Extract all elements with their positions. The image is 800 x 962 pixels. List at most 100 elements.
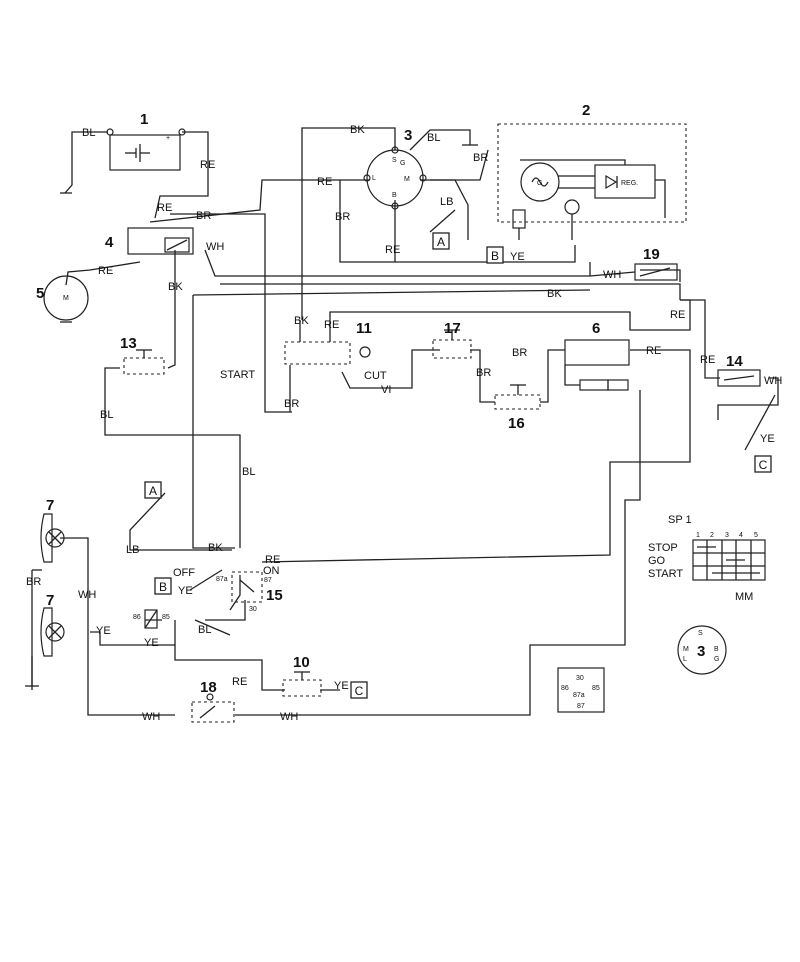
headlight-upper bbox=[40, 513, 65, 563]
svg-text:BL: BL bbox=[82, 127, 95, 139]
svg-text:START: START bbox=[648, 568, 683, 580]
svg-text:VI: VI bbox=[381, 384, 391, 396]
svg-text:M: M bbox=[404, 176, 410, 183]
connector-tag-b-left: B bbox=[154, 577, 172, 595]
svg-text:BK: BK bbox=[350, 124, 365, 136]
svg-text:3: 3 bbox=[697, 643, 705, 660]
component-6 bbox=[564, 339, 630, 391]
svg-text:BL: BL bbox=[100, 409, 113, 421]
label-10: 10 bbox=[293, 654, 310, 671]
svg-text:WH: WH bbox=[206, 241, 224, 253]
switch-position-table bbox=[692, 539, 766, 581]
svg-text:YE: YE bbox=[144, 637, 159, 649]
svg-text:M: M bbox=[683, 646, 689, 653]
svg-text:SP 1: SP 1 bbox=[668, 514, 692, 526]
label-14: 14 bbox=[726, 353, 743, 370]
svg-text:LB: LB bbox=[440, 196, 453, 208]
svg-text:B: B bbox=[491, 249, 499, 263]
svg-text:RE: RE bbox=[200, 159, 215, 171]
svg-text:YE: YE bbox=[510, 251, 525, 263]
svg-text:L: L bbox=[683, 656, 687, 663]
svg-text:BR: BR bbox=[473, 152, 488, 164]
svg-text:M: M bbox=[63, 295, 69, 302]
svg-text:30: 30 bbox=[249, 606, 257, 613]
svg-text:LB: LB bbox=[126, 544, 139, 556]
svg-text:B: B bbox=[159, 580, 167, 594]
relay-15 bbox=[231, 571, 263, 603]
svg-text:RE: RE bbox=[385, 244, 400, 256]
battery-component bbox=[106, 128, 186, 171]
svg-text:BR: BR bbox=[26, 576, 41, 588]
svg-text:87: 87 bbox=[264, 577, 272, 584]
svg-text:RE: RE bbox=[265, 554, 280, 566]
svg-text:RE: RE bbox=[670, 309, 685, 321]
relay-pinout-legend bbox=[557, 667, 605, 713]
svg-text:86: 86 bbox=[561, 685, 569, 692]
svg-text:YE: YE bbox=[760, 433, 775, 445]
svg-text:BL: BL bbox=[427, 132, 440, 144]
label-7-lower: 7 bbox=[46, 592, 54, 609]
svg-text:YE: YE bbox=[96, 625, 111, 637]
svg-text:S: S bbox=[392, 157, 397, 164]
svg-text:BL: BL bbox=[242, 466, 255, 478]
svg-text:G: G bbox=[714, 656, 719, 663]
switch-18 bbox=[191, 693, 235, 723]
svg-text:4: 4 bbox=[739, 532, 743, 539]
connector-tag-c-right: C bbox=[754, 455, 772, 473]
motor-component bbox=[43, 275, 89, 323]
svg-text:87: 87 bbox=[577, 703, 585, 710]
svg-text:BR: BR bbox=[335, 211, 350, 223]
label-18: 18 bbox=[200, 679, 217, 696]
svg-text:3: 3 bbox=[725, 532, 729, 539]
wire-labels: BL RE RE BR WH RE BK BK BL BR RE BR LB R… bbox=[26, 124, 782, 723]
wires bbox=[31, 127, 779, 716]
svg-text:BK: BK bbox=[294, 315, 309, 327]
label-17: 17 bbox=[444, 320, 461, 337]
svg-text:85: 85 bbox=[162, 614, 170, 621]
switch-13 bbox=[123, 349, 165, 375]
svg-text:RE: RE bbox=[317, 176, 332, 188]
svg-text:BL: BL bbox=[198, 624, 211, 636]
svg-text:RE: RE bbox=[646, 345, 661, 357]
svg-text:BR: BR bbox=[196, 210, 211, 222]
fuse-19 bbox=[634, 263, 678, 281]
label-6: 6 bbox=[592, 320, 600, 337]
connector-tag-a-left: A bbox=[144, 481, 162, 499]
switch-table-text: SP 1 1 2 3 4 5 STOP GO START MM bbox=[648, 514, 758, 603]
switch-17 bbox=[432, 329, 472, 359]
svg-text:B: B bbox=[392, 192, 397, 199]
label-2: 2 bbox=[582, 102, 590, 119]
svg-text:G: G bbox=[537, 180, 542, 187]
connector-tag-b-top: B bbox=[486, 246, 504, 264]
svg-text:BK: BK bbox=[168, 281, 183, 293]
label-5: 5 bbox=[36, 285, 44, 302]
switch-10 bbox=[282, 671, 322, 697]
svg-text:WH: WH bbox=[603, 269, 621, 281]
svg-text:RE: RE bbox=[98, 265, 113, 277]
svg-text:WH: WH bbox=[142, 711, 160, 723]
label-13: 13 bbox=[120, 335, 137, 352]
label-11: 11 bbox=[356, 320, 372, 337]
ignition-switch-component bbox=[363, 146, 427, 210]
svg-text:S: S bbox=[698, 630, 703, 637]
svg-text:85: 85 bbox=[592, 685, 600, 692]
svg-text:RE: RE bbox=[232, 676, 247, 688]
svg-text:ON: ON bbox=[263, 565, 280, 577]
component-numbers: 1 2 3 4 5 6 7 7 10 11 13 14 15 16 17 18 … bbox=[36, 102, 743, 696]
svg-text:BR: BR bbox=[512, 347, 527, 359]
svg-text:WH: WH bbox=[78, 589, 96, 601]
svg-text:RE: RE bbox=[700, 354, 715, 366]
svg-text:5: 5 bbox=[754, 532, 758, 539]
label-15: 15 bbox=[266, 587, 283, 604]
legend-3-text: 3 S M B L G bbox=[683, 630, 719, 663]
svg-text:CUT: CUT bbox=[364, 370, 387, 382]
svg-text:30: 30 bbox=[576, 675, 584, 682]
svg-text:B: B bbox=[714, 646, 719, 653]
label-7-upper: 7 bbox=[46, 497, 54, 514]
headlight-lower bbox=[25, 607, 65, 687]
generator-regulator-component bbox=[497, 123, 687, 240]
svg-text:REG.: REG. bbox=[621, 180, 638, 187]
svg-text:RE: RE bbox=[157, 202, 172, 214]
svg-text:C: C bbox=[759, 458, 768, 472]
svg-text:87a: 87a bbox=[573, 692, 585, 699]
